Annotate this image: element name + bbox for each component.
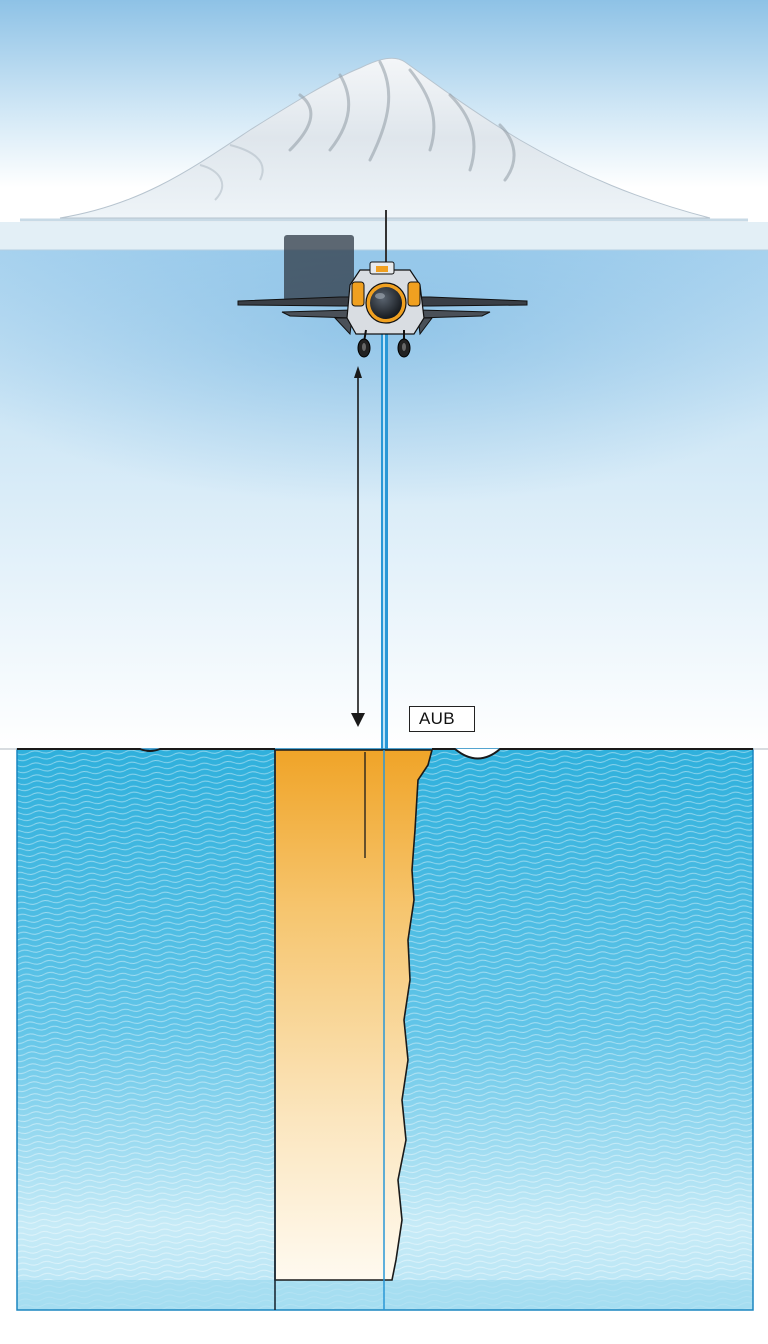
aircraft-icon xyxy=(237,210,528,358)
double-arrow-icon xyxy=(351,366,365,727)
aircraft-shadow-panel xyxy=(284,235,354,301)
aub-label: AUB xyxy=(409,706,475,732)
horizon-band xyxy=(0,222,768,250)
snow-mountain-icon xyxy=(20,57,748,222)
core-column xyxy=(274,749,434,1310)
surface-line xyxy=(0,748,768,760)
laser-beam xyxy=(381,300,388,750)
